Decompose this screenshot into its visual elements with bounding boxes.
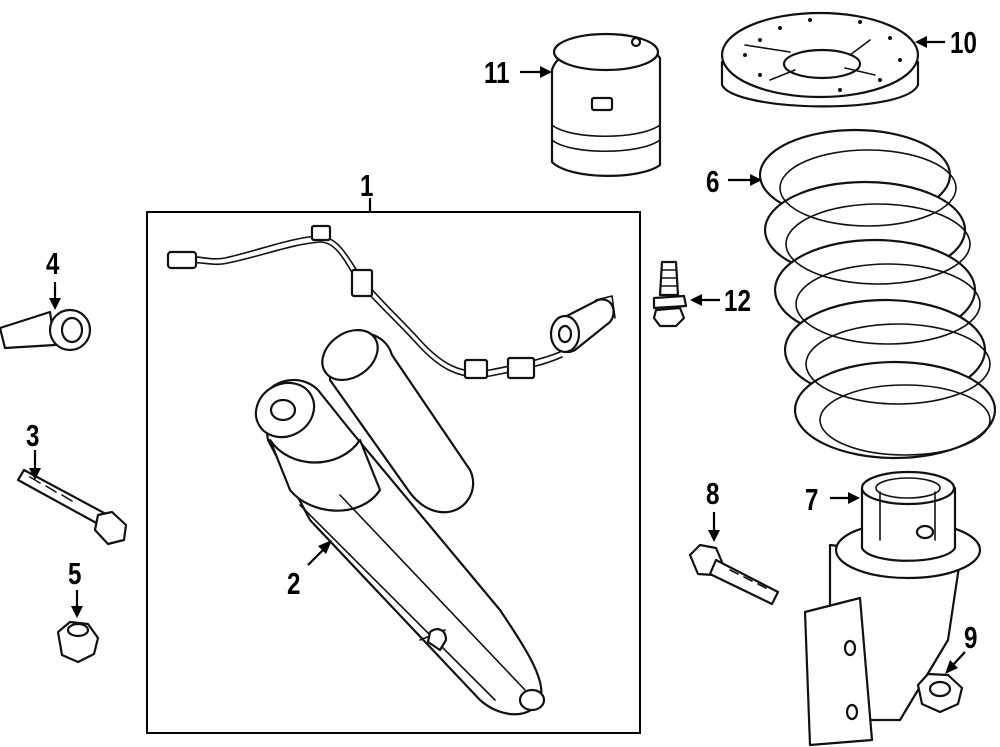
callout-3-arrow bbox=[29, 468, 41, 480]
callout-3-label: 3 bbox=[26, 418, 40, 453]
callout-11-label: 11 bbox=[484, 55, 510, 90]
bracket-nut bbox=[916, 672, 964, 714]
callout-9-arrow bbox=[945, 660, 958, 674]
callout-9-leader bbox=[951, 651, 966, 667]
callout-2-arrow bbox=[318, 540, 332, 554]
jounce-bumper bbox=[550, 32, 662, 177]
callout-6-arrow bbox=[750, 174, 762, 186]
callout-10-arrow bbox=[915, 36, 927, 48]
upper-spring-insulator bbox=[720, 11, 920, 108]
callout-8-label: 8 bbox=[706, 476, 720, 511]
bracket-bolt bbox=[688, 543, 780, 606]
coil-spring bbox=[758, 128, 997, 460]
callout-6-label: 6 bbox=[706, 164, 720, 199]
nut bbox=[56, 620, 100, 664]
callout-5-label: 5 bbox=[68, 556, 82, 591]
callout-2-label: 2 bbox=[287, 566, 301, 601]
callout-4-arrow bbox=[49, 298, 61, 310]
shock-absorber bbox=[254, 328, 546, 716]
callout-1-label: 1 bbox=[360, 168, 374, 203]
callout-12-arrow bbox=[690, 294, 702, 306]
callout-5-arrow bbox=[71, 606, 83, 618]
lower-mount-bolt bbox=[16, 468, 128, 546]
callout-11-arrow bbox=[540, 66, 552, 78]
callout-7-arrow bbox=[848, 492, 860, 504]
callout-12-label: 12 bbox=[724, 283, 751, 318]
callout-9-label: 9 bbox=[964, 620, 978, 655]
callout-7-label: 7 bbox=[805, 482, 819, 517]
callout-2-leader bbox=[307, 547, 326, 566]
callout-10-label: 10 bbox=[950, 25, 977, 60]
wiring-harness bbox=[166, 224, 616, 380]
callout-4-label: 4 bbox=[46, 246, 60, 281]
sensor-connector bbox=[549, 295, 616, 354]
bushing-insulator bbox=[0, 308, 92, 352]
callout-8-arrow bbox=[708, 530, 720, 542]
spring-seat-bracket bbox=[803, 470, 982, 747]
assembly-box bbox=[146, 211, 641, 734]
stud-bolt bbox=[652, 260, 688, 328]
